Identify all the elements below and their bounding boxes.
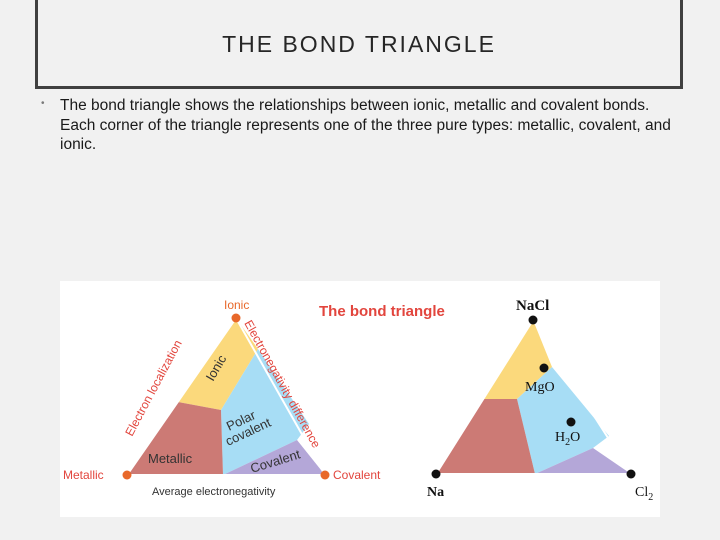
label-h2o-o: O bbox=[570, 430, 580, 445]
label-na: Na bbox=[427, 485, 444, 500]
region-polar-covalent bbox=[221, 349, 309, 475]
axis-label-average-electronegativity: Average electronegativity bbox=[152, 486, 276, 498]
label-mgo: MgO bbox=[525, 380, 555, 395]
rt-region-blue bbox=[517, 367, 609, 474]
rt-region-yellow bbox=[484, 320, 552, 399]
corner-label-ionic: Ionic bbox=[224, 298, 249, 312]
bond-triangle-figure: Ionic Metallic Covalent Ionic Polar cova… bbox=[60, 281, 660, 517]
rt-outline bbox=[434, 318, 633, 475]
dot-cl2 bbox=[626, 469, 636, 479]
region-ionic bbox=[178, 318, 258, 410]
region-covalent bbox=[223, 440, 325, 475]
corner-dot-ionic bbox=[231, 313, 241, 323]
label-h2o-h: H bbox=[555, 430, 565, 445]
bond-triangle-svg: Ionic Metallic Covalent Ionic Polar cova… bbox=[63, 298, 653, 503]
corner-label-metallic: Metallic bbox=[63, 468, 104, 482]
figure-title: The bond triangle bbox=[319, 303, 445, 320]
title-box: THE BOND TRIANGLE bbox=[35, 0, 683, 89]
dot-nacl bbox=[528, 315, 538, 325]
corner-label-covalent: Covalent bbox=[333, 468, 381, 482]
region-label-metallic: Metallic bbox=[148, 451, 193, 466]
label-h2o: H2O bbox=[555, 430, 580, 448]
bullet-text: The bond triangle shows the relationship… bbox=[60, 97, 671, 153]
slide-title: THE BOND TRIANGLE bbox=[222, 31, 496, 57]
label-cl2: Cl2 bbox=[635, 485, 653, 503]
label-nacl: NaCl bbox=[516, 298, 549, 314]
corner-dot-covalent bbox=[320, 470, 330, 480]
label-cl2-main: Cl bbox=[635, 485, 648, 500]
bullet-icon: • bbox=[41, 98, 45, 109]
left-triangle: Ionic Metallic Covalent Ionic Polar cova… bbox=[63, 298, 381, 498]
dot-mgo bbox=[539, 363, 549, 373]
dot-h2o bbox=[566, 417, 576, 427]
region-metallic bbox=[127, 402, 223, 475]
rt-region-purple bbox=[535, 448, 631, 474]
rt-region-red bbox=[436, 399, 535, 474]
right-triangle: NaCl MgO H2O Na Cl2 bbox=[427, 298, 653, 503]
dot-na bbox=[431, 469, 441, 479]
corner-dot-metallic bbox=[122, 470, 132, 480]
label-cl2-sub: 2 bbox=[648, 492, 653, 503]
label-h2o-sub: 2 bbox=[565, 437, 570, 448]
left-triangle-outline bbox=[125, 316, 327, 476]
